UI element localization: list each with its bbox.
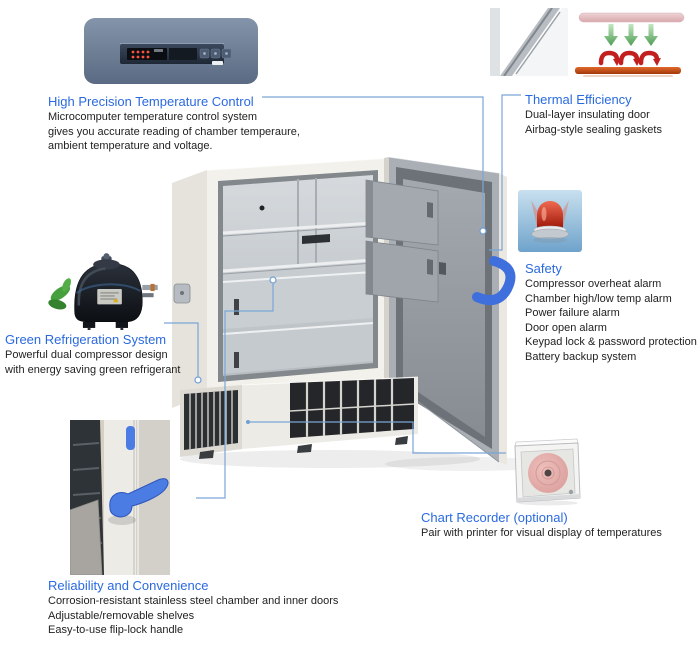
port-hole [259,205,265,211]
connector-reliability [196,283,274,499]
feature-line: Battery backup system [525,350,637,363]
feature-thermal: Thermal Efficiency Dual-layer insulating… [525,92,662,137]
shelf-2 [222,258,374,273]
connector-reliability-marker [269,276,277,284]
chart-recorder-photo [510,438,583,506]
feature-title: Reliability and Convenience [48,578,209,593]
door-shadow [385,457,555,471]
feature-title: High Precision Temperature Control [48,94,254,109]
inner-door-open-1 [365,179,439,246]
feature-line: Dual-layer insulating door [525,109,650,121]
cold-layer-bar [578,12,685,23]
connector-temp-control [262,96,484,228]
connector-green-marker [194,376,202,384]
foot [395,436,408,445]
hot-layer-bar [575,67,681,74]
door-lock-detail [439,262,446,275]
floor-shadow [180,450,480,468]
green-leaves [48,278,71,310]
insulated-door-corner-photo [490,8,568,76]
feature-title: Safety [525,261,562,276]
feature-safety: Safety Compressor overheat alarm Chamber… [525,261,697,364]
feature-chart-recorder: Chart Recorder (optional) Pair with prin… [421,510,662,541]
open-inner-door-panel [70,499,103,575]
side-vent [184,390,238,450]
feature-line: Powerful dual compressor design [5,349,168,361]
feature-temp-control: High Precision Temperature Control Micro… [48,94,300,154]
compressor-label [97,289,122,305]
feature-line: Corrosion-resistant stainless steel cham… [48,595,339,607]
freezer-base [180,376,419,459]
green-compressor-photo [48,246,166,330]
red-heat-curls [598,50,661,66]
feature-title: Thermal Efficiency [525,92,632,107]
flip-lock-handle-photo [70,420,170,575]
connector-chart [250,421,506,454]
foot [199,450,214,459]
feature-line: Adjustable/removable shelves [48,609,195,622]
foot [297,444,312,453]
feature-reliability: Reliability and Convenience Corrosion-re… [48,578,338,638]
panel-indicator [212,61,223,65]
beacon-dome [537,201,563,229]
connector-chart-marker [246,420,250,424]
green-arrows-down [604,24,658,46]
feature-line: Keypad lock & password protection [525,336,697,348]
inner-panel-2 [222,322,374,374]
cabinet-latch [173,283,191,304]
feature-title: Green Refrigeration System [5,332,167,347]
feature-line: Microcomputer temperature control system [48,111,258,123]
pipe [142,284,158,291]
feature-line: Easy-to-use flip-lock handle [48,624,184,636]
callout-connectors [164,94,521,499]
feature-line: Airbag-style sealing gaskets [525,123,662,136]
alarm-beacon-icon [518,190,582,252]
door-handle-blue [472,256,516,306]
panel-buttons [199,48,232,59]
freezer-cabinet [172,157,389,408]
shelf-clamp [302,234,330,244]
heat-insulation-diagram [573,11,690,77]
feature-line: ambient temperature and voltage. [48,140,213,152]
recorder-hub [544,469,552,477]
feature-line: Door open alarm [525,321,607,334]
feature-line: with energy saving green refrigerant [5,363,181,376]
feature-line: Compressor overheat alarm [525,278,662,290]
shelf-1 [222,221,374,235]
feature-line: Pair with printer for visual display of … [421,527,662,539]
feature-line: Chamber high/low temp alarm [525,292,672,305]
temperature-control-panel-photo [84,18,258,84]
inner-door-open-2 [365,240,439,303]
connector-thermal [489,94,521,251]
pipe [142,293,154,298]
feature-line: gives you accurate reading of chamber te… [48,125,300,138]
feature-line: Power failure alarm [525,307,620,319]
connector-temp-control-marker [479,227,487,235]
connector-green [164,322,199,377]
feature-green-refrigeration: Green Refrigeration System Powerful dual… [5,332,180,377]
blue-flip-handle [109,478,169,518]
feature-title: Chart Recorder (optional) [421,510,568,525]
